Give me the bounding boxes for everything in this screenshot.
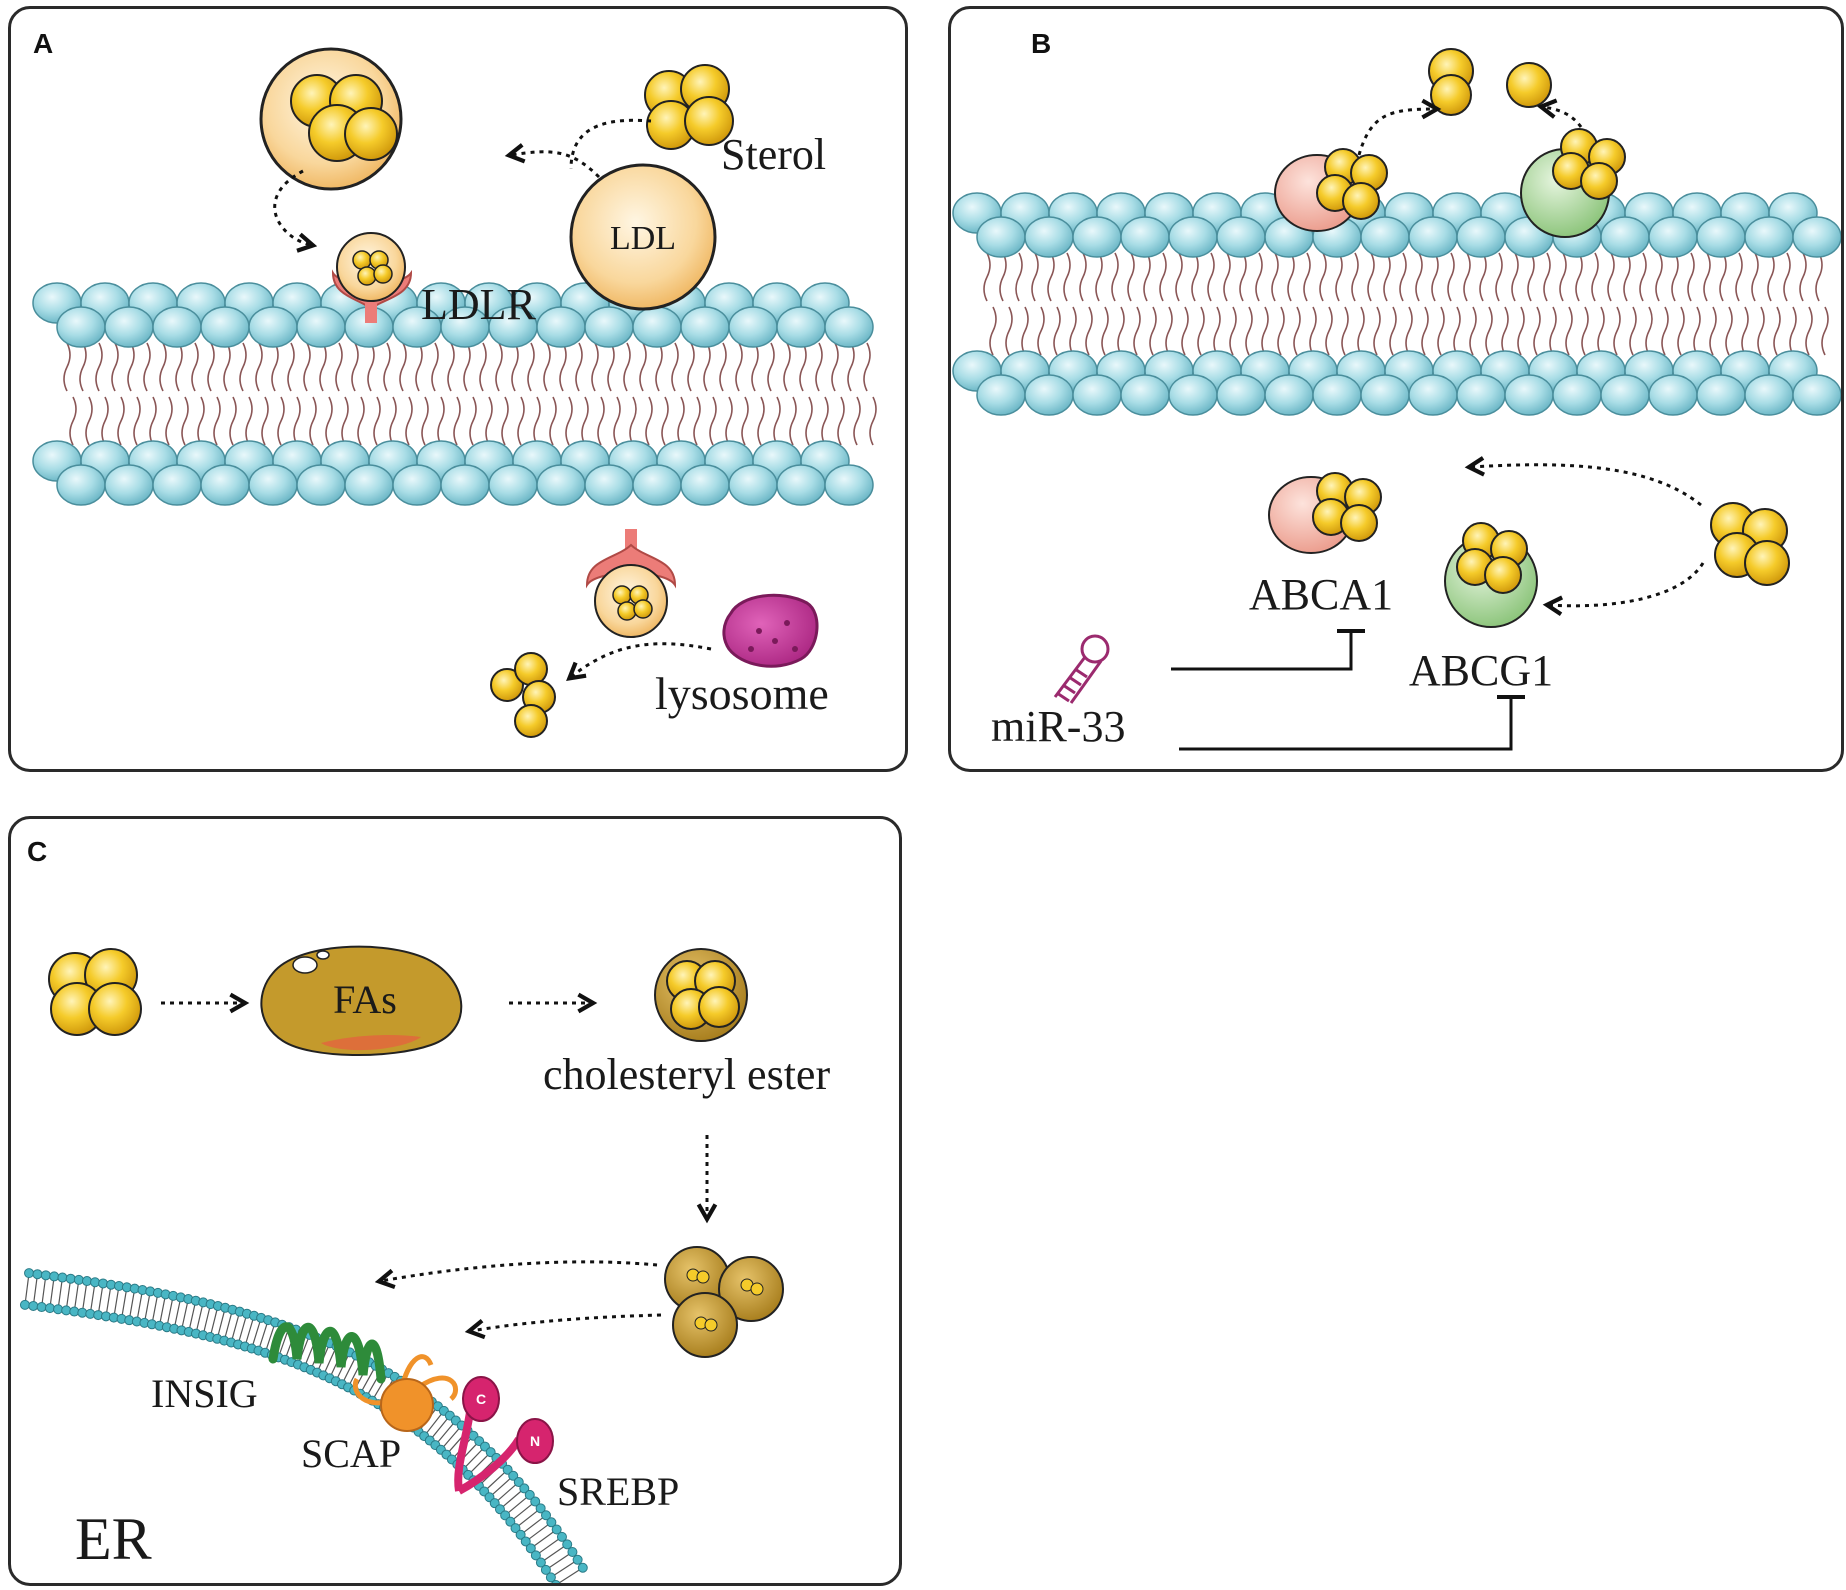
- lysosome: [722, 593, 819, 668]
- panel-a: A Sterol LDL: [8, 6, 908, 772]
- abca1-label: ABCA1: [1249, 570, 1393, 619]
- ldlr-receptor: [331, 232, 413, 323]
- arrow-vesicle-to-scap: [471, 1313, 662, 1331]
- plasma-membrane-bilayer: [952, 192, 1841, 416]
- panel-c-canvas: C FAs cholesteryl ester: [19, 836, 830, 1583]
- cholesteryl-ester-label: cholesteryl ester: [543, 1050, 830, 1099]
- ldlr-endocytosed: [585, 529, 677, 638]
- scap-protein: [352, 1354, 458, 1432]
- abcg1-label: ABCG1: [1409, 646, 1553, 695]
- srebp-protein: C N: [454, 1376, 554, 1495]
- fas-label: FAs: [333, 977, 397, 1022]
- arrow-abcg1-efflux: [1543, 107, 1583, 128]
- inhibition-line-abca1: [1171, 631, 1353, 671]
- intracellular-sterol: [1710, 502, 1790, 586]
- panel-c: C FAs cholesteryl ester: [8, 816, 902, 1586]
- panel-c-label: C: [27, 836, 47, 867]
- plasma-membrane-bilayer: [32, 282, 877, 506]
- insig-label: INSIG: [151, 1371, 258, 1416]
- ester-vesicles: [664, 1246, 784, 1358]
- srebp-label: SREBP: [557, 1469, 679, 1514]
- sterol-label: Sterol: [721, 130, 826, 179]
- srebp-n-terminus: N: [530, 1433, 540, 1449]
- ldl-label: LDL: [610, 220, 676, 257]
- sterol-vesicle: [259, 47, 403, 191]
- effluxed-sterol: [1428, 48, 1552, 116]
- fatty-acids-droplet: [260, 945, 463, 1057]
- mir33-label: miR-33: [991, 702, 1125, 751]
- ldlr-label: LDLR: [421, 280, 537, 329]
- inhibition-line-abcg1: [1179, 697, 1513, 751]
- cholesteryl-ester-droplet: [654, 948, 748, 1042]
- panel-a-canvas: A Sterol LDL: [32, 28, 877, 738]
- panel-b: B: [948, 6, 1844, 772]
- sterol-cluster: [48, 948, 142, 1036]
- scap-label: SCAP: [301, 1431, 401, 1476]
- arrow-vesicle-to-insig: [381, 1260, 658, 1281]
- panel-b-canvas: B: [952, 28, 1841, 751]
- arrow-ldl-to-vesicle: [511, 152, 601, 179]
- srebp-c-terminus: C: [476, 1391, 486, 1407]
- er-label: ER: [75, 1506, 152, 1572]
- arrow-vesicle-to-ldlr: [273, 169, 311, 245]
- insig-protein: [268, 1322, 386, 1384]
- lysosome-label: lysosome: [655, 668, 829, 719]
- released-sterol: [490, 652, 556, 738]
- sterol-cluster: [644, 64, 734, 150]
- arrow-sterol-to-abca1: [1471, 465, 1702, 507]
- arrow-sterol-to-abcg1: [1549, 562, 1705, 606]
- arrow-lysosome-to-sterol: [571, 642, 712, 677]
- arrow-abca1-efflux: [1357, 109, 1435, 156]
- abcg1-transporter: [1444, 522, 1538, 628]
- abca1-transporter: [1268, 472, 1382, 554]
- abca1-transporter-membrane: [1274, 148, 1388, 232]
- ldl-particle: LDL: [569, 163, 717, 311]
- panel-b-label: B: [1031, 28, 1051, 59]
- mir33-hairpin-icon: [1053, 634, 1110, 704]
- panel-a-label: A: [33, 28, 53, 59]
- abcg1-transporter-membrane: [1520, 128, 1626, 238]
- er-membrane: [19, 1268, 588, 1583]
